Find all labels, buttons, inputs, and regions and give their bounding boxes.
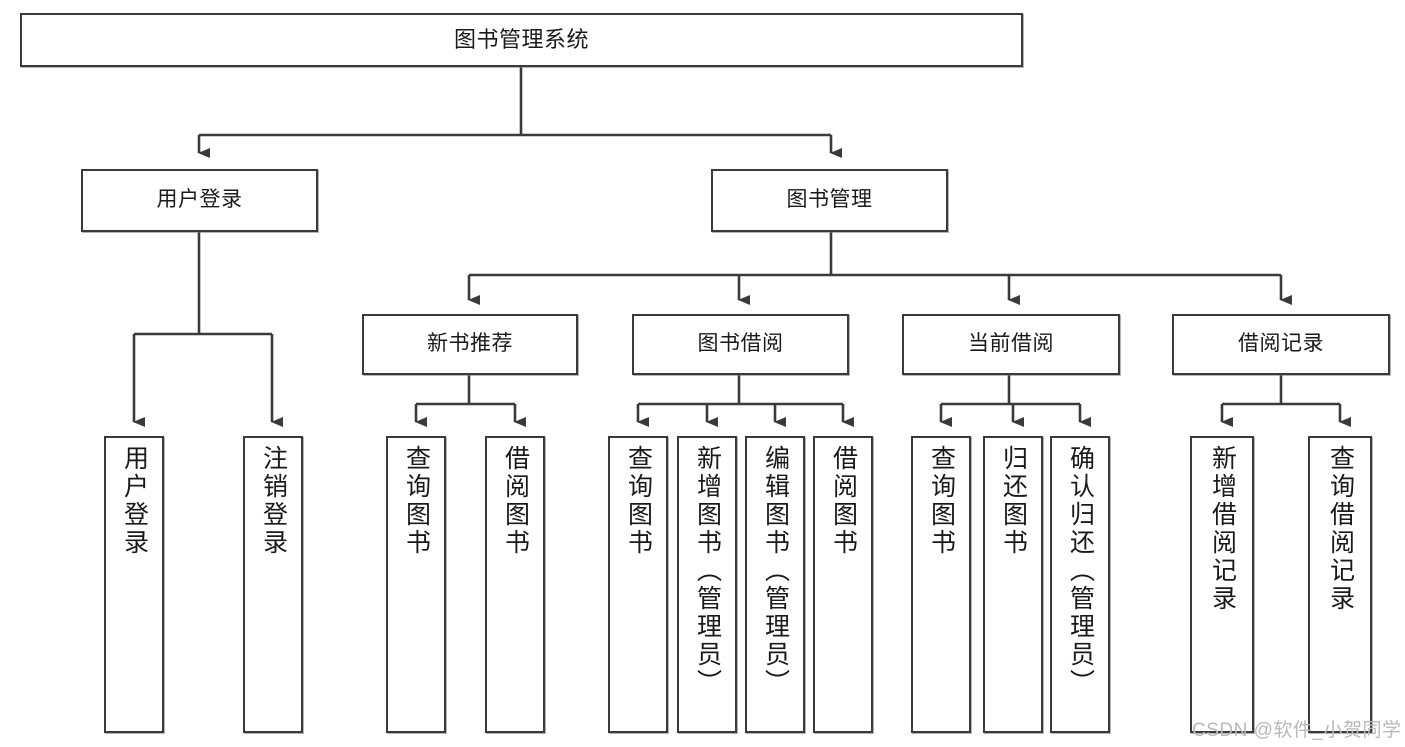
node-label: 借阅图书 [501,445,530,557]
node-label: 新增图书（管理员） [693,445,722,697]
node-book-borrow[interactable]: 图书借阅 [632,314,849,375]
node-label: 借阅图书 [829,445,858,557]
node-leaf-add-borrow-record[interactable]: 新增借阅记录 [1190,436,1254,733]
node-label: 图书管理系统 [453,27,589,53]
node-label: 用户登录 [120,445,149,557]
node-label: 当前借阅 [968,332,1054,356]
node-book-manage[interactable]: 图书管理 [711,169,948,232]
node-leaf-query-book-recommend[interactable]: 查询图书 [386,436,446,733]
node-leaf-query-book-borrow[interactable]: 查询图书 [608,436,668,733]
node-leaf-query-book-current[interactable]: 查询图书 [911,436,971,733]
node-root-system[interactable]: 图书管理系统 [20,13,1023,67]
node-label: 归还图书 [999,445,1028,557]
node-label: 用户登录 [156,188,243,212]
node-leaf-edit-book-admin[interactable]: 编辑图书（管理员） [745,436,805,733]
node-current-borrow[interactable]: 当前借阅 [902,314,1120,375]
node-label: 借阅记录 [1238,332,1324,356]
node-label: 查询图书 [927,445,956,557]
node-label: 图书管理 [786,188,873,212]
node-label: 查询图书 [402,445,431,557]
node-leaf-borrow-book-recommend[interactable]: 借阅图书 [485,436,545,733]
node-leaf-borrow-book[interactable]: 借阅图书 [813,436,873,733]
node-label: 注销登录 [259,445,288,557]
node-leaf-user-logout[interactable]: 注销登录 [243,436,303,733]
node-label: 查询图书 [624,445,653,557]
node-new-book-recommend[interactable]: 新书推荐 [362,314,578,375]
node-leaf-query-borrow-record[interactable]: 查询借阅记录 [1308,436,1372,733]
node-label: 图书借阅 [697,332,784,356]
node-label: 查询借阅记录 [1326,445,1355,613]
node-label: 新增借阅记录 [1208,445,1237,613]
node-leaf-add-book-admin[interactable]: 新增图书（管理员） [677,436,737,733]
node-leaf-return-book[interactable]: 归还图书 [983,436,1043,733]
node-borrow-record[interactable]: 借阅记录 [1172,314,1390,375]
node-user-login[interactable]: 用户登录 [81,169,318,232]
node-label: 确认归还（管理员） [1066,445,1095,697]
node-leaf-user-login[interactable]: 用户登录 [104,436,164,733]
node-label: 编辑图书（管理员） [761,445,790,697]
node-leaf-confirm-return-admin[interactable]: 确认归还（管理员） [1050,436,1110,733]
node-label: 新书推荐 [427,332,513,356]
